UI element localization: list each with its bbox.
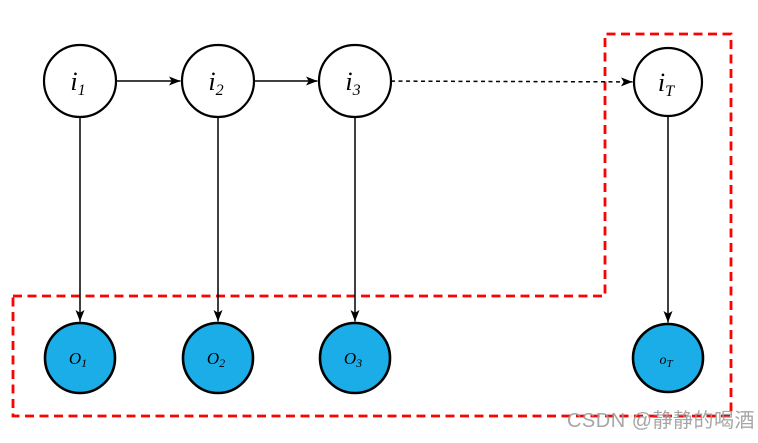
- node-circle: [318, 321, 392, 395]
- observation-node-o1: O1: [43, 321, 117, 395]
- node-label: i1: [70, 67, 85, 99]
- state-node-i1: i1: [42, 43, 118, 119]
- red-dashed-outline: [11, 32, 733, 418]
- node-circle: [180, 43, 256, 119]
- node-circle: [631, 322, 705, 394]
- node-label: iT: [658, 68, 675, 100]
- observation-node-o2: O2: [181, 321, 255, 395]
- node-circle: [42, 43, 118, 119]
- node-label: oT: [659, 353, 673, 370]
- state-node-iT: iT: [632, 46, 704, 118]
- observation-node-o3: O3: [318, 321, 392, 395]
- observation-node-oT: oT: [631, 322, 705, 394]
- node-circle: [632, 46, 704, 118]
- node-circle: [317, 43, 393, 119]
- node-label: O2: [207, 349, 225, 370]
- state-node-i2: i2: [180, 43, 256, 119]
- node-circle: [43, 321, 117, 395]
- state-node-i3: i3: [317, 43, 393, 119]
- node-circle: [181, 321, 255, 395]
- node-label: i3: [345, 67, 360, 99]
- node-label: O1: [69, 349, 87, 370]
- node-label: O3: [344, 349, 362, 370]
- node-label: i2: [208, 67, 223, 99]
- transition-edge-i3-iT: [390, 77, 633, 87]
